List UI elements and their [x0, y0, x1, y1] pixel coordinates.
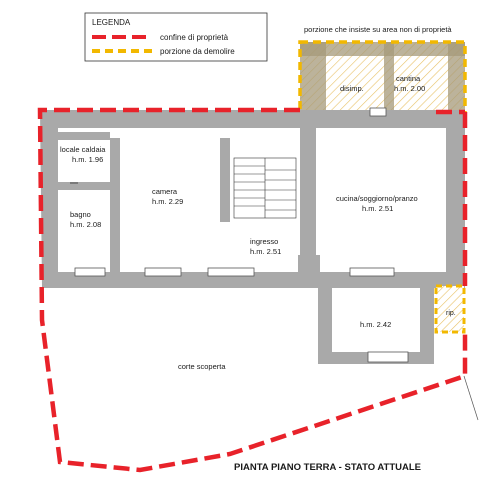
window-veranda	[367, 351, 409, 363]
property-boundary	[37, 107, 468, 473]
door-annex	[369, 107, 387, 117]
window-cucina	[349, 267, 395, 277]
room-bagno-name: bagno	[70, 210, 91, 219]
wall-camera-east	[220, 138, 230, 222]
legend-property-label: confine di proprietà	[160, 33, 229, 42]
room-bagno-height: h.m. 2.08	[70, 220, 101, 229]
window-bagno	[74, 267, 106, 277]
rip-hatch	[436, 286, 464, 332]
wall-core-upper	[300, 128, 316, 184]
room-veranda-height: h.m. 2.42	[360, 320, 391, 329]
room-cantina-name: cantina	[396, 74, 421, 83]
annex-wall-mid	[384, 42, 394, 112]
openings	[74, 107, 409, 363]
annex-note: porzione che insiste su area non di prop…	[304, 25, 452, 34]
annex-wall-top	[300, 42, 465, 56]
annex-wall-right	[448, 42, 465, 112]
window-ingresso	[207, 267, 255, 277]
rip-demolish-outline	[434, 284, 466, 334]
annex-demolish-area: disimp. cantina h.m. 2.00	[298, 40, 467, 114]
staircase	[233, 157, 297, 219]
pillar-ingresso	[298, 255, 320, 288]
wall-caldaia-bottom	[58, 182, 110, 190]
room-ingresso-name: ingresso	[250, 237, 278, 246]
room-caldaia-name: locale caldaia	[60, 145, 106, 154]
wall-veranda-east	[420, 288, 434, 364]
room-rip-name: rip.	[446, 310, 456, 317]
wall-camera-west	[110, 138, 120, 272]
room-camera-name: camera	[152, 187, 178, 196]
drawing-title: PIANTA PIANO TERRA - STATO ATTUALE	[234, 462, 421, 473]
room-cucina-height: h.m. 2.51	[362, 204, 393, 213]
window-camera	[144, 267, 182, 277]
room-labels: locale caldaia h.m. 1.96 camera h.m. 2.2…	[60, 145, 418, 371]
wall-core-lower	[300, 200, 316, 272]
legend-title: LEGENDA	[92, 18, 131, 27]
legend-demolish-label: porzione da demolire	[160, 47, 235, 56]
room-cantina-height: h.m. 2.00	[394, 84, 425, 93]
outer-wall-mass	[40, 110, 465, 288]
room-ingresso-height: h.m. 2.51	[250, 247, 281, 256]
room-disimp-name: disimp.	[340, 84, 364, 93]
site-line	[463, 375, 479, 421]
wall-veranda-west	[318, 288, 332, 362]
wall-caldaia-top	[58, 132, 110, 140]
room-corte-name: corte scoperta	[178, 362, 226, 371]
room-camera-height: h.m. 2.29	[152, 197, 183, 206]
room-cucina-name: cucina/soggiorno/pranzo	[336, 194, 418, 203]
room-caldaia-height: h.m. 1.96	[72, 155, 103, 164]
legend: LEGENDA confine di proprietà porzione da…	[84, 12, 268, 62]
